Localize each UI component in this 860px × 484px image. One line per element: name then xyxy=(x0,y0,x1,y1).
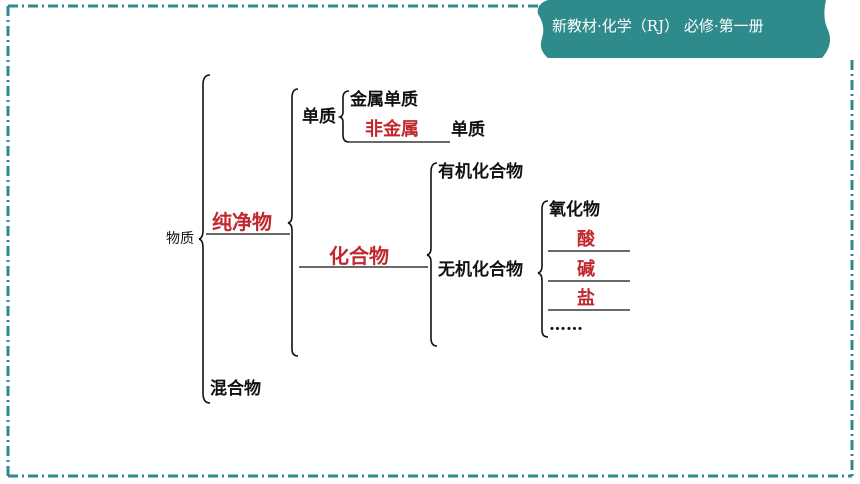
brace-elemental xyxy=(337,90,350,143)
brace-inorganic xyxy=(537,200,549,338)
brace-pure-substance xyxy=(287,88,299,357)
node-organic-compound: 有机化合物 xyxy=(438,162,523,182)
answer-salt: 盐 xyxy=(577,288,595,309)
slide-border xyxy=(6,4,854,478)
header-badge xyxy=(537,0,830,58)
node-oxide: 氧化物 xyxy=(549,200,600,220)
answer-base: 碱 xyxy=(577,259,595,280)
node-root: 物质 xyxy=(166,231,194,247)
answer-nonmetal: 非金属 xyxy=(365,119,419,140)
brace-compound xyxy=(426,162,438,347)
node-metal-element: 金属单质 xyxy=(350,90,418,110)
brace-root xyxy=(198,74,211,404)
answer-pure-substance: 纯净物 xyxy=(212,210,272,234)
node-ellipsis: …… xyxy=(549,315,583,335)
node-inorganic-compound: 无机化合物 xyxy=(438,260,523,280)
node-mixture: 混合物 xyxy=(210,379,261,399)
header-badge-text: 新教材·化学（RJ） 必修·第一册 xyxy=(552,17,764,35)
answer-acid: 酸 xyxy=(577,229,595,250)
node-element-suffix: 单质 xyxy=(451,120,485,140)
node-elemental-substance: 单质 xyxy=(302,107,336,127)
answer-compound: 化合物 xyxy=(329,244,389,268)
